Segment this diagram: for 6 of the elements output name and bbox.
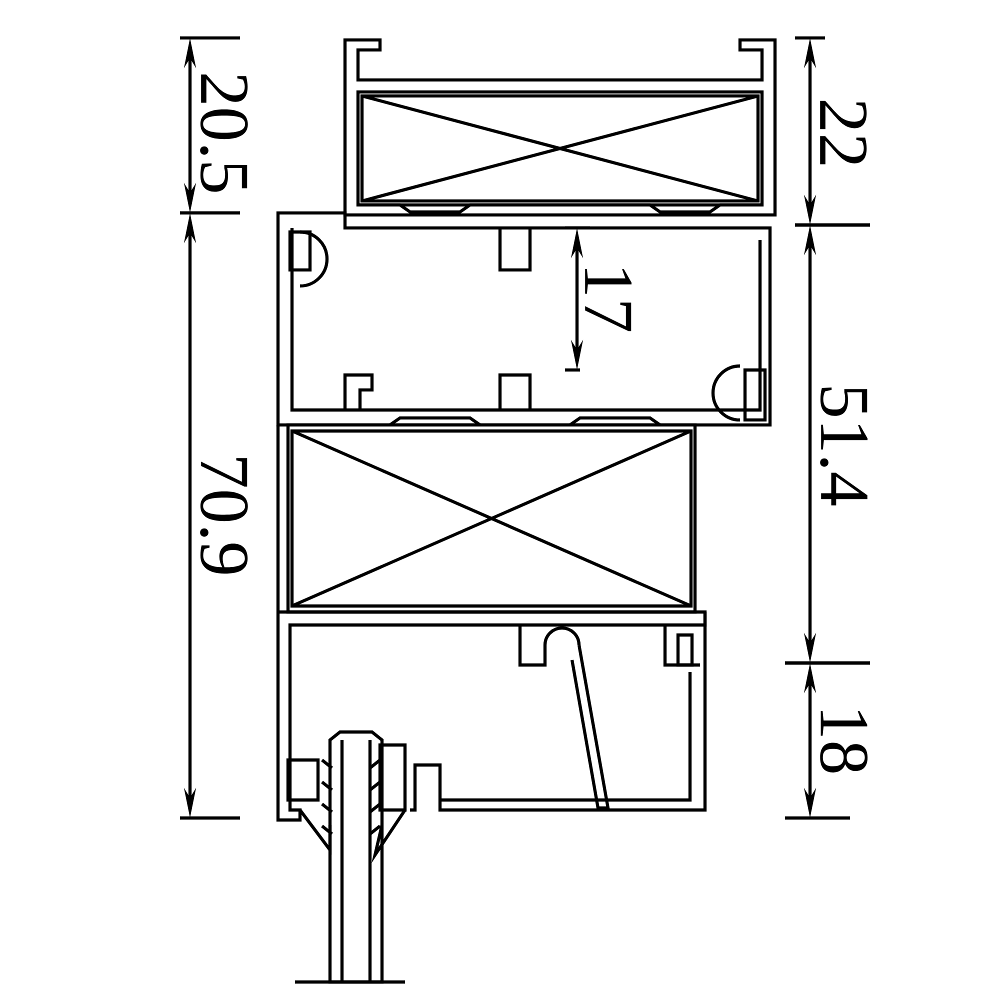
dimension-label: 70.9 xyxy=(200,458,248,574)
dimension-label: 20.5 xyxy=(200,74,248,192)
dimension-label: 17 xyxy=(585,269,632,332)
dimension-label: 22 xyxy=(820,100,867,164)
dimension-label: 51.4 xyxy=(820,388,868,506)
dimension-label: 18 xyxy=(820,711,868,772)
